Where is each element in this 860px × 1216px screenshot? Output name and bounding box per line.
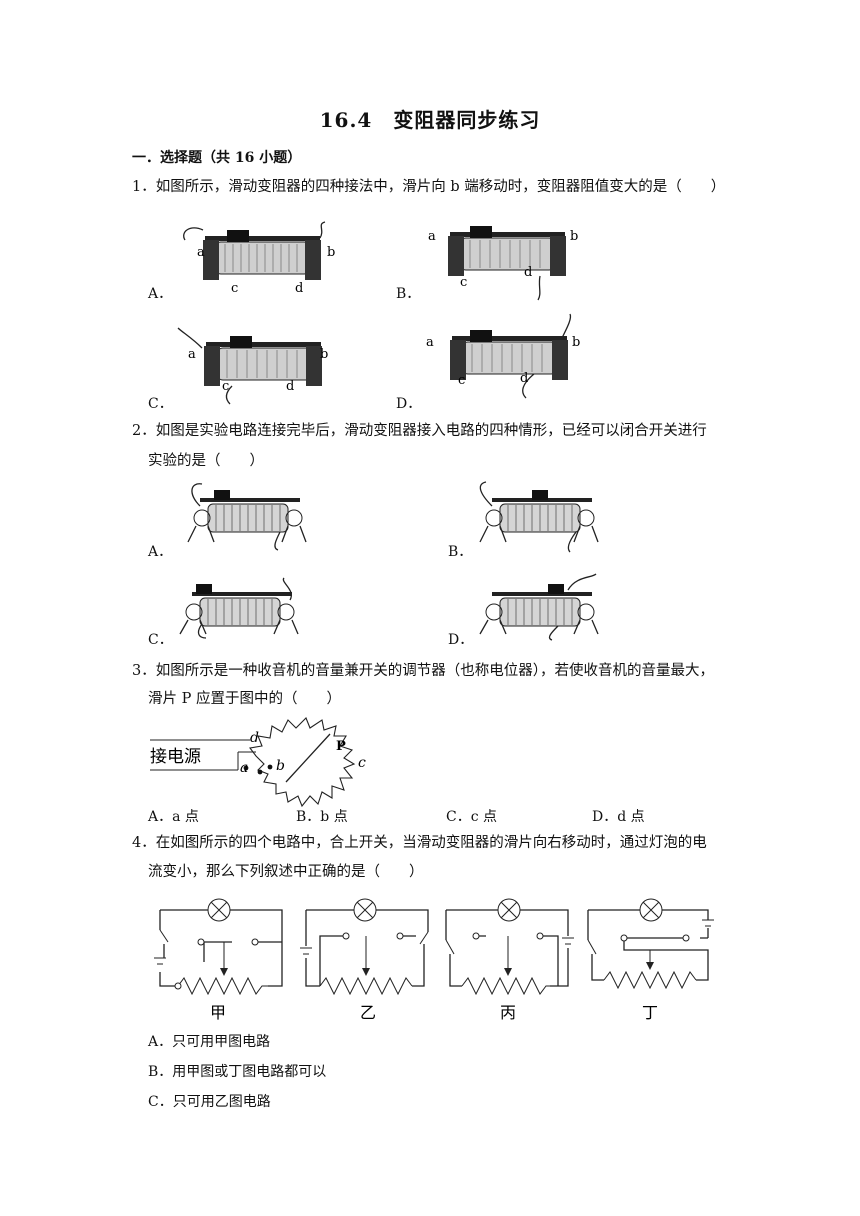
q4-option-c[interactable]: C．只可用乙图电路 xyxy=(148,1094,271,1110)
q4-label-ding: 丁 xyxy=(642,1003,658,1022)
q4-label-bing: 丙 xyxy=(500,1003,516,1022)
q2-rheostat-d-figure xyxy=(479,573,599,641)
q2-option-c-label[interactable]: C． xyxy=(148,632,173,648)
q1-d-terminal-b: b xyxy=(572,335,580,350)
q1-d-terminal-a: a xyxy=(426,335,434,350)
q1-rheostat-d-figure: a b c d xyxy=(426,313,580,399)
q2-rheostat-b-figure xyxy=(479,481,599,553)
q1-a-terminal-c: c xyxy=(231,281,238,296)
q1-option-d-label[interactable]: D． xyxy=(396,396,422,412)
q1-b-terminal-c: c xyxy=(460,275,467,290)
q1-rheostat-a-figure: a b c d xyxy=(183,221,335,296)
q4-circuit-ding: 丁 xyxy=(587,898,714,1022)
q3-potentiometer-figure: 接电源 d a b c P xyxy=(150,717,366,808)
q3-option-b[interactable]: B．b 点 xyxy=(296,809,348,825)
q3-label-a: a xyxy=(240,760,248,776)
q4-circuit-jia: 甲 xyxy=(154,898,283,1022)
q4-option-b[interactable]: B．用甲图或丁图电路都可以 xyxy=(148,1064,327,1080)
q3-option-c[interactable]: C．c 点 xyxy=(446,809,498,825)
q1-option-b-label[interactable]: B． xyxy=(396,286,421,302)
question-3-line-1: 3．如图所示是一种收音机的音量兼开关的调节器（也称电位器），若使收音机的音量最大… xyxy=(132,663,714,679)
q1-option-a-label[interactable]: A． xyxy=(148,286,173,302)
q1-b-terminal-b: b xyxy=(570,229,578,244)
question-3-line-2: 滑片 P 应置于图中的（ ） xyxy=(148,691,341,707)
question-1-text: 1．如图所示，滑动变阻器的四种接法中，滑片向 b 端移动时，变阻器阻值变大的是（… xyxy=(132,179,726,195)
q2-option-b-label[interactable]: B． xyxy=(448,544,473,560)
q1-d-terminal-d: d xyxy=(520,371,528,386)
q2-option-d-label[interactable]: D． xyxy=(448,632,474,648)
q4-circuit-bing: 丙 xyxy=(445,898,574,1022)
q1-rheostat-b-figure: a b c d xyxy=(428,226,578,301)
question-4-line-2: 流变小，那么下列叙述中正确的是（ ） xyxy=(148,864,424,880)
question-2-line-2: 实验的是（ ） xyxy=(148,453,264,469)
q1-a-terminal-d: d xyxy=(295,281,303,296)
q4-option-a[interactable]: A．只可用甲图电路 xyxy=(148,1034,271,1050)
q3-power-label: 接电源 xyxy=(150,747,201,767)
q2-rheostat-a-figure xyxy=(187,483,307,551)
q3-label-b: b xyxy=(276,758,285,774)
q3-label-d: d xyxy=(250,730,259,746)
question-2-line-1: 2．如图是实验电路连接完毕后，滑动变阻器接入电路的四种情形，已经可以闭合开关进行 xyxy=(132,423,707,439)
q4-label-jia: 甲 xyxy=(210,1003,226,1022)
q2-rheostat-c-figure xyxy=(179,577,299,639)
q2-option-a-label[interactable]: A． xyxy=(148,544,173,560)
q3-option-a[interactable]: A．a 点 xyxy=(148,809,199,825)
section-heading: 一．选择题（共 16 小题） xyxy=(132,150,302,166)
q1-a-terminal-a: a xyxy=(197,245,205,260)
q1-c-terminal-b: b xyxy=(320,347,328,362)
q4-circuit-yi: 乙 xyxy=(300,898,429,1022)
q3-label-c: c xyxy=(358,755,366,771)
q1-rheostat-c-figure: a b c d xyxy=(177,327,328,405)
q3-option-d[interactable]: D．d 点 xyxy=(592,809,645,825)
q1-b-terminal-a: a xyxy=(428,229,436,244)
q1-c-terminal-a: a xyxy=(188,347,196,362)
q1-b-terminal-d: d xyxy=(524,265,532,280)
q3-label-p: P xyxy=(336,739,346,754)
page-title: 16.4 变阻器同步练习 xyxy=(319,108,541,132)
question-4-line-1: 4．在如图所示的四个电路中，合上开关，当滑动变阻器的滑片向右移动时，通过灯泡的电 xyxy=(132,835,707,851)
q1-c-terminal-d: d xyxy=(286,379,294,394)
q1-option-c-label[interactable]: C． xyxy=(148,396,173,412)
q1-a-terminal-b: b xyxy=(327,245,335,260)
q1-c-terminal-c: c xyxy=(222,379,229,394)
q1-d-terminal-c: c xyxy=(458,373,465,388)
q4-label-yi: 乙 xyxy=(360,1003,376,1022)
